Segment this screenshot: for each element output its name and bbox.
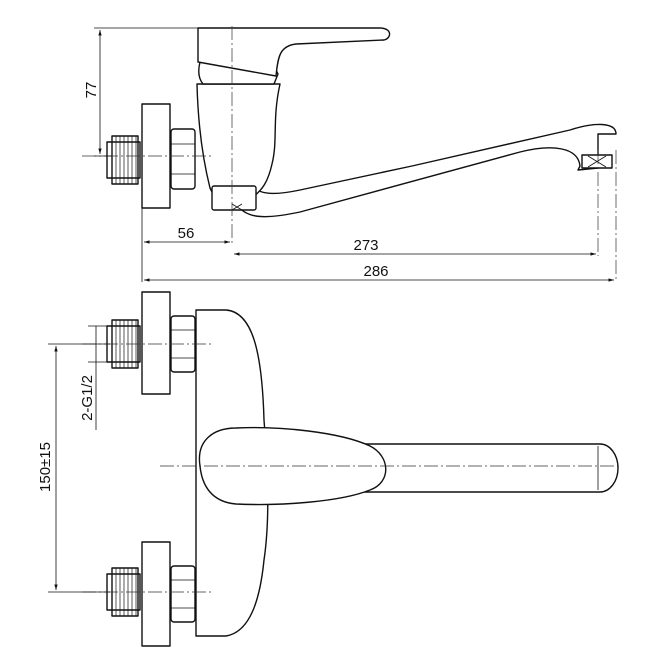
dimension-thread: 2-G1/2 (79, 325, 110, 430)
front-view: 150±15 2-G1/2 (37, 291, 620, 647)
side-faucet-body (196, 83, 281, 197)
dimension-56: 56 (141, 208, 230, 282)
side-lever-handle (197, 27, 391, 77)
dimension-150: 150±15 (37, 343, 110, 593)
dimension-77-label: 77 (83, 82, 100, 99)
dimension-286-label: 286 (363, 263, 388, 280)
side-view: 77 56 273 286 (82, 26, 617, 282)
dimension-273: 273 (234, 237, 596, 256)
dimension-77: 77 (83, 27, 200, 157)
front-inlet-lower (106, 541, 196, 647)
front-inlet-upper (106, 291, 196, 395)
dimension-286: 286 (144, 263, 614, 282)
dimension-273-label: 273 (353, 237, 378, 254)
dimension-thread-label: 2-G1/2 (79, 375, 96, 421)
side-spout (235, 123, 617, 218)
dimension-150-label: 150±15 (37, 442, 54, 492)
side-inlet-thread (106, 135, 141, 185)
dimension-56-label: 56 (178, 225, 195, 242)
side-hex-nut (170, 128, 196, 190)
front-spout (359, 443, 619, 493)
side-spout-collar (211, 185, 257, 211)
